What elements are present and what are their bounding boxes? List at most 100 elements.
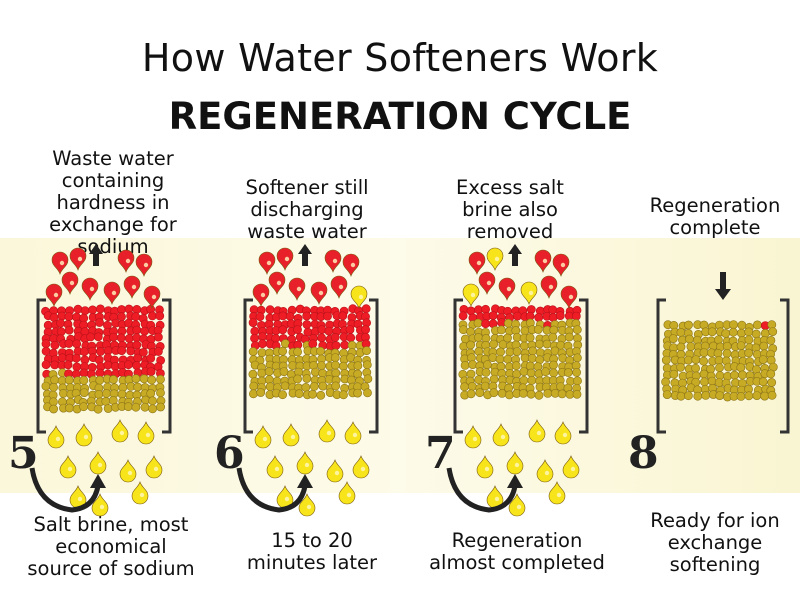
drop-highlight: [556, 492, 562, 498]
stage-8-top-label: Regeneration complete: [649, 194, 781, 239]
hardness-bead: [95, 318, 104, 327]
stage-8-number: 8: [628, 428, 659, 479]
waste-water-drops: [45, 247, 161, 309]
sodium-bead: [482, 360, 492, 370]
hardness-bead: [126, 346, 136, 356]
sodium-bead: [339, 390, 348, 400]
drop-highlight: [548, 284, 554, 290]
drop-highlight: [358, 294, 364, 300]
sodium-bead: [148, 404, 157, 414]
sodium-bead: [308, 389, 317, 399]
water-drop: [59, 455, 77, 479]
brine-drops: [47, 419, 163, 517]
tank-wall-left: [36, 298, 46, 434]
sodium-bead: [573, 376, 582, 386]
sodium-bead: [473, 332, 483, 342]
drop-highlight: [350, 262, 356, 268]
sodium-bead: [526, 389, 536, 399]
hardness-bead: [41, 339, 51, 349]
hardness-bead: [293, 325, 302, 334]
sodium-bead: [758, 355, 768, 364]
drop-highlight: [360, 466, 366, 472]
waste-water-drops: [252, 247, 368, 309]
sodium-bead: [279, 367, 289, 376]
resin-bed: [458, 304, 583, 400]
sodium-bead: [102, 388, 111, 398]
sodium-bead: [331, 381, 341, 391]
sodium-bead: [117, 389, 127, 399]
resin-bed: [248, 304, 373, 400]
sodium-bead: [766, 369, 776, 379]
sodium-bead: [353, 388, 362, 398]
sodium-bead: [768, 327, 778, 336]
hardness-bead: [513, 311, 522, 321]
sodium-bead: [528, 346, 538, 356]
brine-drops: [254, 419, 370, 517]
drop-highlight: [77, 496, 83, 502]
sodium-bead: [79, 402, 88, 412]
resin-bed: [41, 304, 166, 414]
sodium-bead: [738, 370, 747, 380]
sodium-bead: [543, 388, 553, 398]
sodium-bead: [498, 340, 508, 349]
sodium-bead: [503, 333, 512, 343]
sodium-bead: [520, 326, 530, 336]
drop-highlight: [125, 258, 131, 264]
drop-highlight: [139, 492, 145, 498]
hardness-bead: [116, 333, 126, 343]
stage-7-top-label: Excess salt brine also removed: [456, 176, 564, 243]
water-drop: [282, 423, 300, 447]
sodium-bead: [714, 355, 724, 365]
drop-highlight: [562, 432, 568, 438]
sodium-bead: [707, 327, 717, 337]
drop-highlight: [484, 466, 490, 472]
sodium-bead: [737, 328, 746, 338]
sodium-bead: [131, 374, 141, 384]
hardness-bead: [131, 312, 141, 322]
hardness-bead: [248, 318, 258, 327]
drop-highlight: [306, 504, 312, 510]
drop-highlight: [568, 294, 574, 300]
drop-highlight: [352, 432, 358, 438]
water-drop: [508, 493, 526, 517]
sodium-bead: [691, 355, 701, 364]
drop-highlight: [486, 280, 492, 286]
brine-inflow-arrowhead-icon: [297, 474, 313, 488]
hardness-bead: [117, 312, 126, 322]
water-drop: [554, 421, 572, 445]
drop-highlight: [332, 258, 338, 264]
hardness-bead: [308, 339, 318, 349]
sodium-bead: [123, 402, 133, 412]
sodium-bead: [519, 375, 529, 385]
hardness-bead: [302, 320, 312, 329]
hardness-bead: [109, 332, 118, 342]
drop-highlight: [83, 434, 89, 440]
sodium-bead: [700, 377, 709, 387]
sodium-bead: [139, 374, 149, 384]
brine-drops: [464, 419, 580, 517]
drop-highlight: [69, 280, 75, 286]
drop-highlight: [145, 432, 151, 438]
sodium-bead: [760, 391, 770, 401]
sodium-bead: [330, 353, 340, 362]
drop-highlight: [338, 284, 344, 290]
hardness-bead: [323, 311, 332, 321]
hardness-bead: [132, 325, 142, 335]
water-drop: [352, 455, 370, 479]
sodium-bead: [467, 381, 477, 391]
drop-highlight: [143, 262, 149, 268]
sodium-bead: [767, 378, 777, 387]
hardness-bead: [132, 340, 142, 350]
sodium-bead: [744, 391, 754, 401]
sodium-bead: [93, 404, 103, 414]
sodium-bead: [353, 361, 363, 371]
water-drop: [137, 421, 155, 445]
drop-highlight: [500, 434, 506, 440]
tank-wall-right: [780, 298, 790, 434]
hardness-bead: [133, 353, 143, 363]
drop-highlight: [304, 462, 310, 468]
drop-highlight: [111, 290, 117, 296]
sodium-bead: [533, 325, 543, 334]
hardness-bead: [317, 333, 326, 343]
